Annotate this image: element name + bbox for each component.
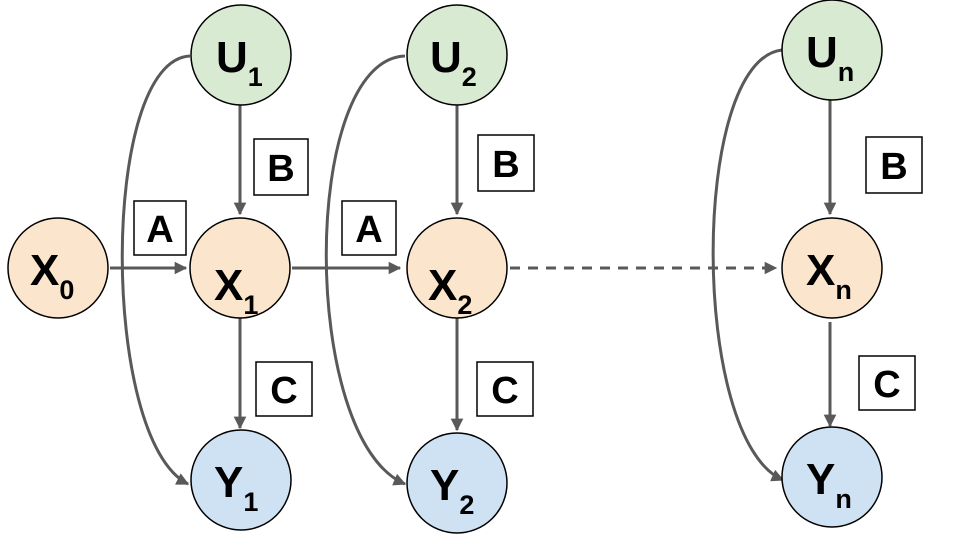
node-u1: U1 [190,4,292,106]
node-u1-main: U [216,33,248,82]
label-box-cn: C [858,355,916,411]
node-un-main: U [806,28,838,77]
edge-u2-y2 [324,54,407,486]
label-box-b1: B [253,138,309,196]
node-x2-main: X [428,261,457,310]
svg-text:U1: U1 [216,33,263,92]
node-u2: U2 [406,4,508,106]
node-un: Un [781,0,883,101]
node-y2-main: Y [430,461,459,510]
node-y1-main: Y [214,458,243,507]
node-xn: Xn [781,217,883,319]
node-y2: Y2 [406,432,508,534]
node-x0: X0 [7,217,109,319]
label-box-c2: C [476,361,534,417]
node-y1: Y1 [190,429,292,531]
node-x2: X2 [406,217,508,320]
label-cn: C [873,364,900,406]
svg-text:Un: Un [806,28,854,87]
svg-text:U2: U2 [430,33,477,92]
node-x1-sub: 1 [243,290,258,320]
node-u2-main: U [430,33,462,82]
label-b1: B [267,148,294,190]
node-x1-main: X [214,261,243,310]
node-xn-main: X [806,246,835,295]
node-yn-main: Y [806,455,835,504]
label-b2: B [492,144,519,186]
label-box-c1: C [255,361,313,417]
node-y2-sub: 2 [459,490,474,520]
node-x0-main: X [30,246,59,295]
label-box-b2: B [477,134,535,192]
node-yn: Yn [781,426,883,528]
label-box-a1: A [133,200,187,256]
svg-text:Y1: Y1 [214,458,258,517]
edge-u1-y1 [120,54,191,486]
node-xn-sub: n [835,275,852,305]
svg-text:X2: X2 [428,261,472,320]
node-y1-sub: 1 [243,487,258,517]
node-x0-sub: 0 [59,275,74,305]
edge-un-yn [711,48,785,482]
svg-text:Yn: Yn [806,455,852,514]
node-x1: X1 [189,217,291,320]
node-u2-sub: 2 [462,62,477,92]
label-box-a2: A [341,200,397,256]
label-a1: A [146,209,173,251]
label-c1: C [270,370,297,412]
node-x2-sub: 2 [457,290,472,320]
label-bn: B [880,146,907,188]
svg-text:Y2: Y2 [430,461,474,520]
label-box-bn: B [865,136,923,194]
svg-text:X1: X1 [214,261,258,320]
label-c2: C [491,370,518,412]
node-un-sub: n [838,57,855,87]
svg-text:X0: X0 [30,246,74,305]
svg-text:Xn: Xn [806,246,852,305]
node-yn-sub: n [835,484,852,514]
node-u1-sub: 1 [248,62,263,92]
label-a2: A [355,209,382,251]
